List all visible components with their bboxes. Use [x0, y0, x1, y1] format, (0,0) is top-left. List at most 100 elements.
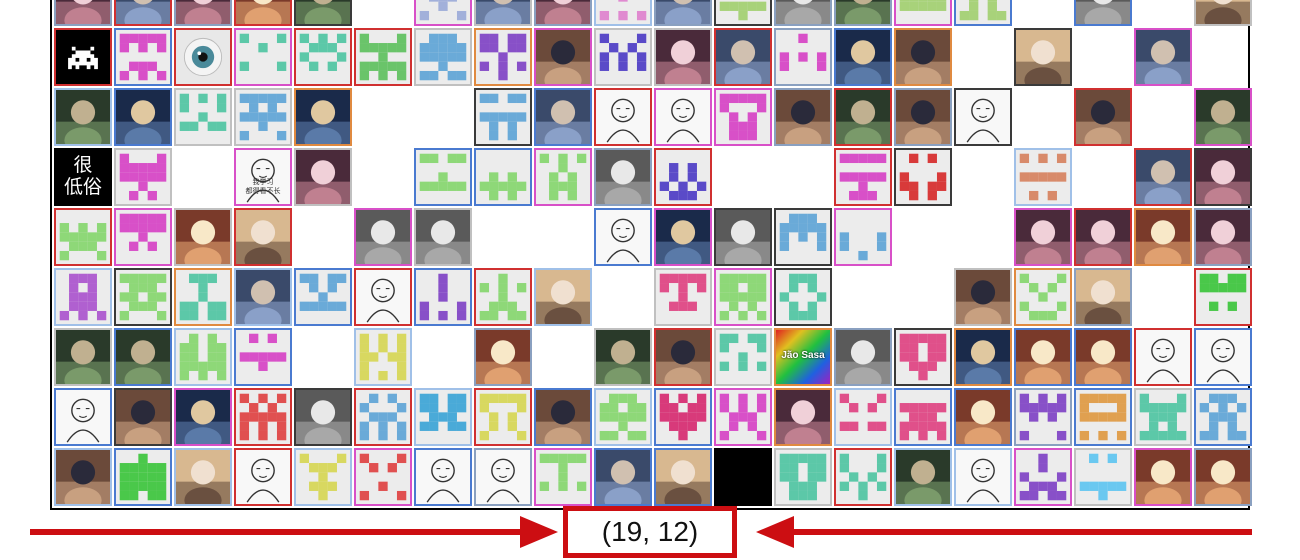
photo-avatar[interactable] — [234, 0, 292, 26]
identicon-avatar[interactable] — [474, 388, 532, 446]
photo-avatar[interactable] — [294, 388, 352, 446]
identicon-avatar[interactable] — [654, 268, 712, 326]
photo-avatar[interactable] — [1074, 208, 1132, 266]
photo-avatar[interactable] — [114, 88, 172, 146]
identicon-avatar[interactable] — [1014, 448, 1072, 506]
identicon-avatar[interactable] — [594, 0, 652, 26]
identicon-avatar[interactable] — [414, 0, 472, 26]
identicon-avatar[interactable] — [534, 148, 592, 206]
identicon-avatar[interactable] — [894, 148, 952, 206]
photo-avatar[interactable] — [654, 208, 712, 266]
photo-avatar[interactable] — [1194, 88, 1252, 146]
photo-avatar[interactable] — [894, 88, 952, 146]
photo-avatar[interactable] — [954, 388, 1012, 446]
photo-avatar[interactable] — [954, 328, 1012, 386]
identicon-avatar[interactable] — [1014, 268, 1072, 326]
identicon-avatar[interactable] — [954, 0, 1012, 26]
identicon-avatar[interactable] — [474, 88, 532, 146]
identicon-avatar[interactable] — [174, 328, 232, 386]
sketch-avatar[interactable] — [594, 208, 652, 266]
meme-text-avatar[interactable]: 我学习都得看不长 — [234, 148, 292, 206]
identicon-avatar[interactable] — [234, 388, 292, 446]
identicon-avatar[interactable] — [894, 328, 952, 386]
photo-avatar[interactable] — [654, 28, 712, 86]
identicon-avatar[interactable] — [234, 328, 292, 386]
identicon-avatar[interactable] — [414, 28, 472, 86]
sketch-avatar[interactable] — [354, 268, 412, 326]
identicon-avatar[interactable] — [594, 388, 652, 446]
identicon-avatar[interactable] — [354, 448, 412, 506]
identicon-avatar[interactable] — [834, 148, 892, 206]
photo-avatar[interactable] — [534, 88, 592, 146]
identicon-avatar[interactable] — [774, 28, 832, 86]
sketch-avatar[interactable] — [654, 88, 712, 146]
photo-avatar[interactable] — [534, 268, 592, 326]
photo-avatar[interactable] — [54, 88, 112, 146]
photo-avatar[interactable] — [894, 448, 952, 506]
identicon-avatar[interactable] — [54, 268, 112, 326]
photo-avatar[interactable] — [294, 148, 352, 206]
photo-avatar[interactable] — [954, 268, 1012, 326]
photo-avatar[interactable] — [1014, 208, 1072, 266]
photo-avatar[interactable] — [774, 388, 832, 446]
sketch-avatar[interactable] — [954, 448, 1012, 506]
photo-avatar[interactable] — [1134, 208, 1192, 266]
identicon-avatar[interactable] — [174, 88, 232, 146]
identicon-avatar[interactable] — [834, 448, 892, 506]
identicon-avatar[interactable] — [114, 28, 172, 86]
identicon-avatar[interactable] — [1194, 388, 1252, 446]
photo-avatar[interactable] — [354, 208, 412, 266]
identicon-avatar[interactable] — [714, 268, 772, 326]
identicon-avatar[interactable] — [534, 448, 592, 506]
photo-avatar[interactable] — [1134, 448, 1192, 506]
eye-avatar[interactable] — [174, 28, 232, 86]
identicon-avatar[interactable] — [234, 28, 292, 86]
photo-avatar[interactable] — [1194, 208, 1252, 266]
identicon-avatar[interactable] — [234, 88, 292, 146]
photo-avatar[interactable] — [474, 0, 532, 26]
photo-avatar[interactable] — [594, 448, 652, 506]
identicon-avatar[interactable] — [174, 268, 232, 326]
photo-avatar[interactable] — [1074, 0, 1132, 26]
photo-avatar[interactable] — [54, 0, 112, 26]
identicon-avatar[interactable] — [714, 328, 772, 386]
identicon-avatar[interactable] — [834, 208, 892, 266]
identicon-avatar[interactable] — [774, 268, 832, 326]
identicon-avatar[interactable] — [774, 208, 832, 266]
rainbow-avatar[interactable]: Jão Sasa — [774, 328, 832, 386]
identicon-avatar[interactable] — [1074, 388, 1132, 446]
identicon-avatar[interactable] — [774, 448, 832, 506]
photo-avatar[interactable] — [1074, 328, 1132, 386]
photo-avatar[interactable] — [654, 328, 712, 386]
photo-avatar[interactable] — [774, 0, 832, 26]
photo-avatar[interactable] — [1194, 0, 1252, 26]
identicon-avatar[interactable] — [894, 0, 952, 26]
identicon-avatar[interactable] — [714, 388, 772, 446]
identicon-avatar[interactable] — [414, 148, 472, 206]
photo-avatar[interactable] — [1134, 28, 1192, 86]
photo-avatar[interactable] — [114, 388, 172, 446]
photo-avatar[interactable] — [1194, 148, 1252, 206]
photo-avatar[interactable] — [174, 448, 232, 506]
identicon-avatar[interactable] — [414, 268, 472, 326]
photo-avatar[interactable] — [114, 328, 172, 386]
sketch-avatar[interactable] — [474, 448, 532, 506]
identicon-avatar[interactable] — [894, 388, 952, 446]
photo-avatar[interactable] — [654, 448, 712, 506]
identicon-avatar[interactable] — [294, 28, 352, 86]
photo-avatar[interactable] — [174, 0, 232, 26]
photo-avatar[interactable] — [234, 268, 292, 326]
identicon-avatar[interactable] — [1194, 268, 1252, 326]
sketch-avatar[interactable] — [1134, 328, 1192, 386]
identicon-avatar[interactable] — [114, 448, 172, 506]
photo-avatar[interactable] — [834, 88, 892, 146]
grid-cell-black[interactable] — [714, 448, 772, 506]
identicon-avatar[interactable] — [714, 88, 772, 146]
photo-avatar[interactable] — [654, 0, 712, 26]
sketch-avatar[interactable] — [594, 88, 652, 146]
photo-avatar[interactable] — [174, 388, 232, 446]
photo-avatar[interactable] — [114, 0, 172, 26]
photo-avatar[interactable] — [1194, 448, 1252, 506]
identicon-avatar[interactable] — [594, 28, 652, 86]
